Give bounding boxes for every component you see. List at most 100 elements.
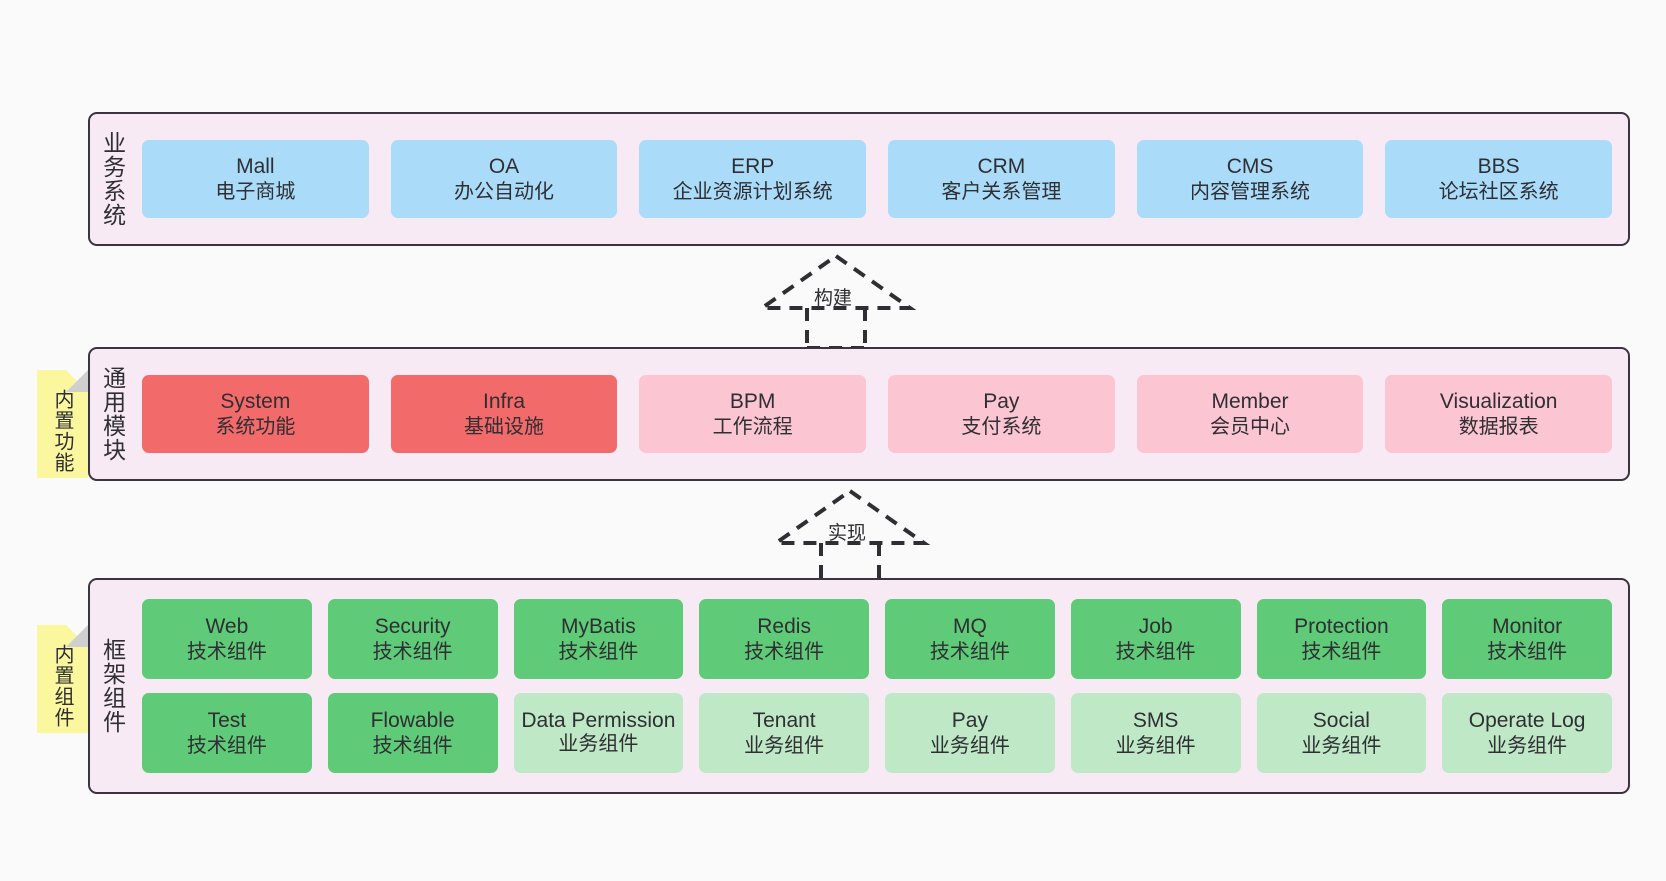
node-member[interactable]: Member 会员中心: [1136, 375, 1364, 453]
node-title: MyBatis: [561, 615, 636, 638]
node-title: CMS: [1226, 155, 1274, 178]
node-infra[interactable]: Infra 基础设施: [390, 375, 618, 453]
node-title: SMS: [1132, 709, 1179, 732]
node-subtitle: 客户关系管理: [941, 180, 1062, 203]
node-subtitle: 技术组件: [1301, 640, 1382, 663]
node-title: BBS: [1477, 155, 1520, 178]
node-mq[interactable]: MQ 技术组件: [885, 599, 1055, 679]
node-title: Web: [205, 615, 249, 638]
node-subtitle: 业务组件: [1487, 734, 1568, 757]
node-title: Mall: [236, 155, 275, 178]
node-title: Flowable: [370, 709, 455, 732]
node-data-permission[interactable]: Data Permission 业务组件: [513, 693, 684, 773]
node-crm[interactable]: CRM 客户关系管理: [888, 140, 1115, 218]
node-title: Pay: [983, 390, 1020, 413]
node-bpm[interactable]: BPM 工作流程: [639, 375, 867, 453]
connector-build: 构建: [752, 250, 922, 350]
node-subtitle: 论坛社区系统: [1438, 180, 1559, 203]
node-title: Infra: [482, 390, 526, 413]
sticky-label: 内置组件: [51, 644, 73, 728]
node-subtitle: 业务组件: [1301, 734, 1382, 757]
connector-label: 实现: [828, 523, 867, 544]
layer-body-framework-component: Web 技术组件 Security 技术组件 MyBatis 技术组件 Redi…: [134, 580, 1628, 792]
node-title: OA: [488, 155, 520, 178]
layer-framework-component: 框架组件 Web 技术组件 Security 技术组件 MyBatis 技术组件…: [88, 578, 1630, 794]
node-subtitle: 内容管理系统: [1190, 180, 1311, 203]
node-tenant[interactable]: Tenant 业务组件: [699, 693, 869, 773]
node-pay-component[interactable]: Pay 业务组件: [885, 693, 1055, 773]
node-sms[interactable]: SMS 业务组件: [1070, 693, 1241, 773]
node-row: Mall 电子商城 OA 办公自动化 ERP 企业资源计划系统 CRM 客户关系…: [142, 140, 1613, 218]
sticky-note-builtin-function: 内置功能: [37, 370, 88, 478]
node-security[interactable]: Security 技术组件: [327, 599, 498, 679]
node-mall[interactable]: Mall 电子商城: [142, 140, 369, 218]
node-subtitle: 会员中心: [1210, 415, 1291, 438]
node-subtitle: 技术组件: [372, 640, 453, 663]
node-monitor[interactable]: Monitor 技术组件: [1442, 599, 1612, 679]
node-job[interactable]: Job 技术组件: [1070, 599, 1241, 679]
node-operate-log[interactable]: Operate Log 业务组件: [1442, 693, 1612, 773]
node-subtitle: 技术组件: [186, 734, 267, 757]
node-subtitle: 系统功能: [215, 415, 296, 438]
node-subtitle: 支付系统: [961, 415, 1042, 438]
node-title: Operate Log: [1468, 709, 1586, 732]
node-test[interactable]: Test 技术组件: [142, 693, 312, 773]
node-title: MQ: [952, 615, 987, 638]
layer-title-framework-component: 框架组件: [99, 638, 126, 734]
node-title: BPM: [729, 390, 776, 413]
node-subtitle: 技术组件: [929, 640, 1010, 663]
node-subtitle: 技术组件: [744, 640, 825, 663]
node-title: Monitor: [1492, 615, 1563, 638]
node-subtitle: 企业资源计划系统: [672, 180, 833, 203]
node-pay[interactable]: Pay 支付系统: [888, 375, 1115, 453]
node-subtitle: 办公自动化: [454, 180, 554, 203]
build-arrow-icon: [755, 253, 917, 350]
layer-common-module: 通用模块 System 系统功能 Infra 基础设施 BPM 工作流程 Pay…: [88, 347, 1630, 481]
node-row: Web 技术组件 Security 技术组件 MyBatis 技术组件 Redi…: [142, 599, 1612, 679]
node-protection[interactable]: Protection 技术组件: [1256, 599, 1427, 679]
node-subtitle: 技术组件: [186, 640, 267, 663]
sticky-label: 内置功能: [51, 389, 73, 473]
layer-body-business-system: Mall 电子商城 OA 办公自动化 ERP 企业资源计划系统 CRM 客户关系…: [134, 114, 1628, 244]
node-subtitle: 业务组件: [558, 732, 639, 755]
node-title: Data Permission: [521, 708, 676, 732]
node-title: CRM: [977, 155, 1026, 178]
node-title: Job: [1138, 615, 1173, 638]
node-title: Redis: [757, 615, 811, 638]
node-row: Test 技术组件 Flowable 技术组件 Data Permission …: [142, 693, 1612, 773]
node-oa[interactable]: OA 办公自动化: [390, 140, 618, 218]
layer-body-common-module: System 系统功能 Infra 基础设施 BPM 工作流程 Pay 支付系统…: [134, 349, 1628, 479]
node-system[interactable]: System 系统功能: [142, 375, 369, 453]
node-mybatis[interactable]: MyBatis 技术组件: [513, 599, 684, 679]
node-subtitle: 业务组件: [744, 734, 825, 757]
node-redis[interactable]: Redis 技术组件: [699, 599, 869, 679]
node-title: Tenant: [752, 709, 816, 732]
node-subtitle: 技术组件: [558, 640, 639, 663]
node-title: Pay: [951, 709, 988, 732]
node-subtitle: 业务组件: [1115, 734, 1196, 757]
node-bbs[interactable]: BBS 论坛社区系统: [1385, 140, 1613, 218]
node-subtitle: 电子商城: [215, 180, 296, 203]
sticky-note-builtin-component: 内置组件: [37, 625, 88, 733]
node-title: Test: [207, 709, 247, 732]
node-title: System: [220, 390, 291, 413]
node-social[interactable]: Social 业务组件: [1256, 693, 1427, 773]
node-subtitle: 技术组件: [1115, 640, 1196, 663]
node-visualization[interactable]: Visualization 数据报表: [1385, 375, 1613, 453]
layer-title-common-module: 通用模块: [99, 366, 126, 462]
node-web[interactable]: Web 技术组件: [142, 599, 312, 679]
node-cms[interactable]: CMS 内容管理系统: [1136, 140, 1364, 218]
node-flowable[interactable]: Flowable 技术组件: [327, 693, 498, 773]
node-subtitle: 业务组件: [929, 734, 1010, 757]
node-title: Security: [374, 615, 451, 638]
node-subtitle: 技术组件: [372, 734, 453, 757]
node-subtitle: 基础设施: [464, 415, 544, 438]
implement-arrow-icon: [769, 488, 931, 585]
node-erp[interactable]: ERP 企业资源计划系统: [639, 140, 867, 218]
node-title: Social: [1312, 709, 1370, 732]
node-subtitle: 数据报表: [1458, 415, 1539, 438]
node-subtitle: 技术组件: [1487, 640, 1568, 663]
node-title: Visualization: [1439, 390, 1558, 413]
layer-title-business-system: 业务系统: [99, 131, 126, 227]
